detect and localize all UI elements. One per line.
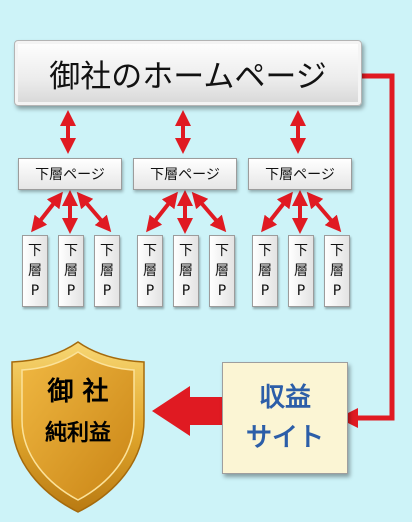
leaf-line1: 下	[179, 243, 193, 259]
arrow-sub3-leaf1	[261, 191, 293, 233]
leaf-line1: 下	[28, 243, 42, 259]
arrow-sub2-leaf1	[146, 191, 178, 233]
leaf-line1: 下	[100, 243, 114, 259]
leaf-page-box: 下 層 P	[58, 235, 84, 307]
shield-label-line2: 純利益	[45, 420, 111, 446]
leaf-page-box: 下 層 P	[209, 235, 235, 307]
leaf-page-box: 下 層 P	[22, 235, 48, 307]
leaf-line3: P	[66, 283, 76, 299]
leaf-line2: 層	[143, 263, 157, 279]
profit-shield-icon	[11, 341, 145, 513]
leaf-line3: P	[30, 283, 40, 299]
shield-label-line1: 御 社	[46, 376, 108, 407]
leaf-line1: 下	[215, 243, 229, 259]
home-page-label: 御社のホームページ	[49, 58, 327, 95]
sub-page-label: 下層ページ	[150, 167, 220, 183]
leaf-line2: 層	[100, 263, 114, 279]
arrow-revenue-to-profit	[152, 386, 222, 436]
arrow-sub1-leaf3	[76, 191, 112, 233]
leaf-line2: 層	[179, 263, 193, 279]
sub-page-box: 下層ページ	[18, 158, 122, 190]
leaf-page-box: 下 層 P	[288, 235, 314, 307]
leaf-line3: P	[181, 283, 191, 299]
leaf-page-box: 下 層 P	[173, 235, 199, 307]
leaf-line3: P	[332, 283, 342, 299]
leaf-line2: 層	[258, 263, 272, 279]
leaf-line3: P	[260, 283, 270, 299]
leaf-page-box: 下 層 P	[137, 235, 163, 307]
sub-page-label: 下層ページ	[265, 167, 335, 183]
leaf-line3: P	[296, 283, 306, 299]
leaf-page-box: 下 層 P	[94, 235, 120, 307]
leaf-line2: 層	[64, 263, 78, 279]
leaf-page-box: 下 層 P	[252, 235, 278, 307]
leaf-line2: 層	[330, 263, 344, 279]
revenue-site-line1: 収益	[258, 383, 311, 413]
leaf-line1: 下	[330, 243, 344, 259]
sub-page-label: 下層ページ	[35, 167, 105, 183]
leaf-line2: 層	[294, 263, 308, 279]
leaf-line1: 下	[294, 243, 308, 259]
arrow-sub2-leaf3	[191, 191, 227, 233]
leaf-line1: 下	[64, 243, 78, 259]
leaf-line3: P	[145, 283, 155, 299]
arrow-home-to-revenue	[338, 73, 395, 428]
leaf-line3: P	[217, 283, 227, 299]
sub-page-box: 下層ページ	[133, 158, 237, 190]
arrow-sub3-leaf3	[306, 191, 342, 233]
revenue-site-line2: サイト	[245, 423, 324, 453]
arrow-sub1-leaf1	[31, 191, 63, 233]
sub-page-box: 下層ページ	[248, 158, 352, 190]
leaf-line2: 層	[215, 263, 229, 279]
revenue-site-box: 収益 サイト	[222, 362, 348, 474]
leaf-line1: 下	[258, 243, 272, 259]
home-page-box: 御社のホームページ	[14, 40, 362, 106]
leaf-line1: 下	[143, 243, 157, 259]
leaf-line2: 層	[28, 263, 42, 279]
leaf-page-box: 下 層 P	[324, 235, 350, 307]
leaf-line3: P	[102, 283, 112, 299]
